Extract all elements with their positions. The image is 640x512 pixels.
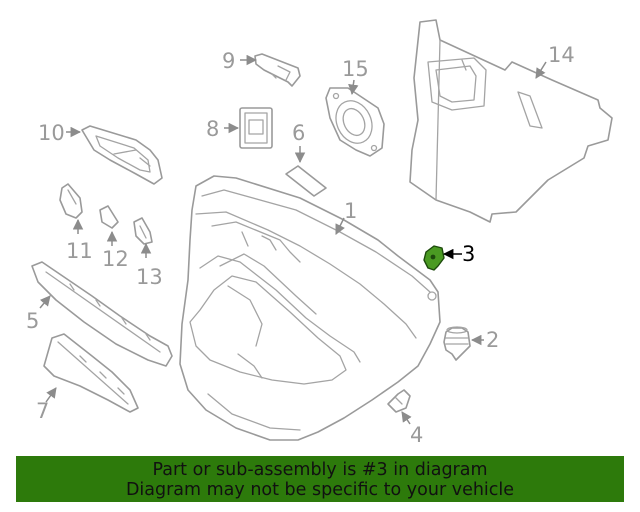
banner-line-2: Diagram may not be specific to your vehi… — [125, 480, 515, 500]
callout-12: 12 — [102, 247, 129, 271]
leader-1 — [335, 217, 345, 235]
leader-4 — [401, 411, 412, 425]
part-15-speaker — [325, 87, 385, 157]
part-5-trim-strip — [31, 261, 173, 367]
part-10-handle-bezel — [81, 125, 163, 185]
part-7-lower-trim — [43, 333, 139, 413]
part-2-push-pin — [443, 326, 471, 361]
leader-14 — [535, 61, 547, 79]
callout-8: 8 — [206, 117, 219, 141]
callout-15: 15 — [342, 57, 369, 81]
part-12-clip — [99, 205, 119, 229]
callout-4: 4 — [410, 423, 423, 447]
diagram-notice-banner: Part or sub-assembly is #3 in diagram Di… — [16, 456, 624, 502]
part-11-clip — [59, 183, 83, 219]
part-13-clip — [133, 217, 153, 245]
part-14-insulator-panel — [409, 19, 613, 223]
part-8-window-switch — [239, 107, 273, 149]
callout-6: 6 — [292, 121, 305, 145]
callout-13: 13 — [136, 265, 163, 289]
leader-7 — [45, 387, 57, 403]
part-4-bracket — [387, 389, 411, 413]
leader-5 — [39, 295, 51, 309]
callout-2: 2 — [486, 328, 499, 352]
callout-1: 1 — [344, 199, 357, 223]
callout-9: 9 — [222, 49, 235, 73]
parts-diagram: 1 2 3 4 5 6 7 8 9 10 11 12 13 14 15 — [26, 19, 613, 447]
callout-14: 14 — [548, 43, 575, 67]
callout-5: 5 — [26, 309, 39, 333]
part-9-trim-piece — [254, 53, 301, 87]
part-3-retainer-highlighted — [423, 245, 445, 271]
callout-3: 3 — [462, 242, 475, 266]
part-6-trim-plate — [285, 165, 327, 197]
callout-7: 7 — [36, 399, 49, 423]
leader-15 — [348, 79, 359, 96]
callout-10: 10 — [38, 121, 65, 145]
banner-line-1: Part or sub-assembly is #3 in diagram — [152, 460, 488, 480]
callout-11: 11 — [66, 239, 93, 263]
